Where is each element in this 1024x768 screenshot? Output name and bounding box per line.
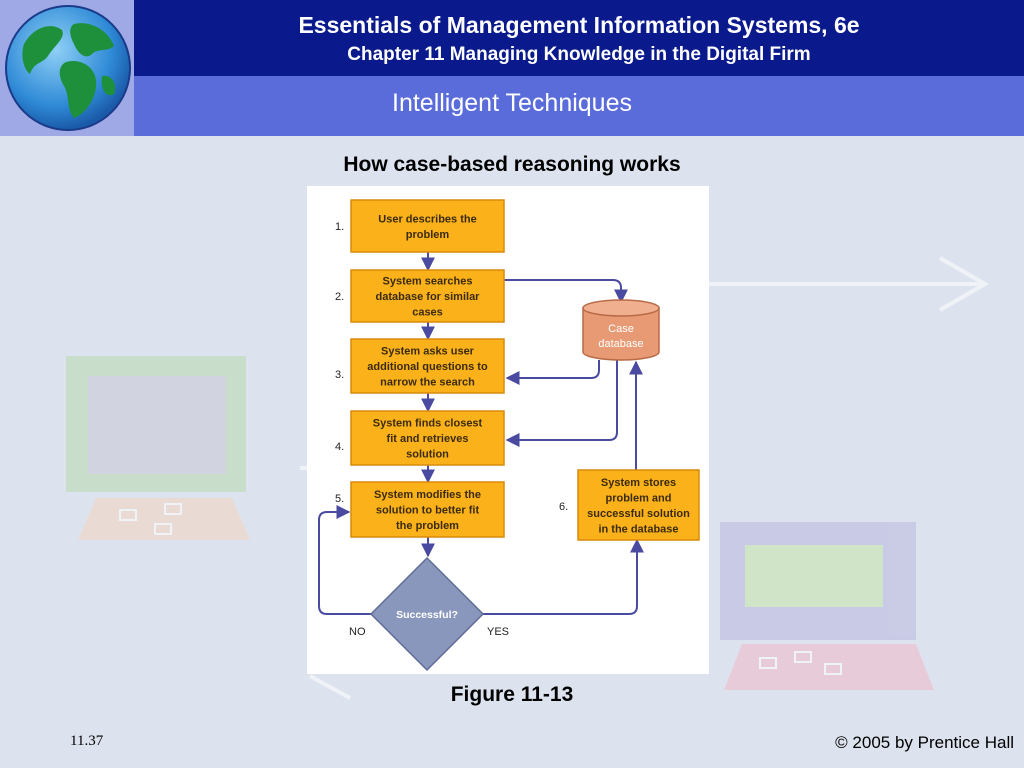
case-database: Case database bbox=[582, 299, 660, 361]
step-5-rect bbox=[350, 481, 505, 538]
step-2-text-line: System searches bbox=[383, 276, 473, 288]
step-2-text-line: database for similar bbox=[376, 291, 481, 303]
step-6-text-line: problem and bbox=[605, 492, 671, 504]
step-5-text-line: solution to better fit bbox=[376, 505, 480, 517]
step-4-number: 4. bbox=[335, 441, 344, 453]
copyright-notice: © 2005 by Prentice Hall bbox=[835, 733, 1014, 752]
step-3-number: 3. bbox=[335, 369, 344, 381]
slide-title: Intelligent Techniques bbox=[392, 89, 632, 117]
step-6-text-line: successful solution bbox=[587, 508, 690, 520]
step-3-text-line: narrow the search bbox=[380, 377, 475, 389]
step-5-box: System modifies the solution to better fi… bbox=[335, 481, 505, 538]
step-2-rect bbox=[350, 269, 505, 323]
yes-label: YES bbox=[487, 626, 509, 638]
case-based-reasoning-diagram: User describes the problem 1. System search… bbox=[318, 199, 700, 672]
step-6-text-line: System stores bbox=[601, 477, 676, 489]
step-5-text-line: the problem bbox=[396, 520, 459, 532]
step-2-box: System searches database for similar cases… bbox=[335, 269, 505, 323]
decision-label: Successful? bbox=[396, 609, 458, 621]
step-4-text-line: fit and retrieves bbox=[387, 433, 469, 445]
step-1-box: User describes the problem 1. bbox=[335, 199, 505, 253]
figure-panel: User describes the problem 1. System search… bbox=[307, 186, 709, 674]
step-6-rect bbox=[577, 469, 700, 541]
globe-logo bbox=[0, 0, 134, 136]
slide-number: 11.37 bbox=[70, 733, 104, 749]
step-1-rect bbox=[350, 199, 505, 253]
decision-node: Successful? bbox=[369, 556, 485, 672]
step-5-text-line: System modifies the bbox=[374, 489, 481, 501]
figure-heading: How case-based reasoning works bbox=[343, 153, 681, 176]
no-label: NO bbox=[349, 626, 366, 638]
database-label-line2: database bbox=[598, 338, 643, 350]
step-4-text-line: solution bbox=[406, 449, 449, 461]
step-1-text-line: User describes the bbox=[378, 213, 476, 225]
step-4-text-line: System finds closest bbox=[373, 418, 483, 430]
globe-icon bbox=[5, 5, 131, 131]
step-2-text-line: cases bbox=[412, 307, 443, 319]
step-4-rect bbox=[350, 410, 505, 466]
step-6-text-line: in the database bbox=[598, 523, 678, 535]
step-6-number: 6. bbox=[559, 501, 568, 513]
step-3-rect bbox=[350, 338, 505, 394]
step-3-text-line: System asks user bbox=[381, 346, 475, 358]
step-1-number: 1. bbox=[335, 221, 344, 233]
book-title: Essentials of Management Information Sys… bbox=[298, 12, 860, 38]
header-band bbox=[0, 76, 1024, 136]
step-2-number: 2. bbox=[335, 291, 344, 303]
figure-caption: Figure 11-13 bbox=[450, 683, 574, 706]
step-6-box: System stores problem and successful solut… bbox=[559, 469, 700, 541]
chapter-title: Chapter 11 Managing Knowledge in the Dig… bbox=[347, 44, 811, 65]
step-3-box: System asks user additional questions to n… bbox=[335, 338, 505, 394]
header-bar bbox=[0, 0, 1024, 76]
step-1-text-line: problem bbox=[406, 229, 450, 241]
step-5-number: 5. bbox=[335, 493, 344, 505]
step-3-text-line: additional questions to bbox=[367, 361, 488, 373]
database-label-line1: Case bbox=[608, 323, 634, 335]
step-4-box: System finds closest fit and retrieves sol… bbox=[335, 410, 505, 466]
